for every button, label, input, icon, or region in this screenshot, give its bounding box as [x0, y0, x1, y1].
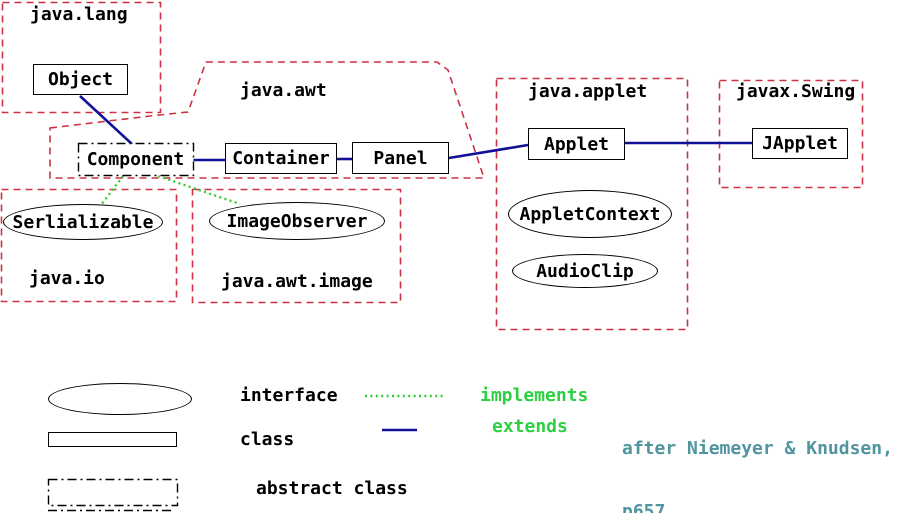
class-box-panel: Panel — [352, 142, 449, 174]
credit-note: after Niemeyer & Knudsen, p657 — [622, 396, 901, 513]
package-java-awt-image-outline — [191, 188, 402, 304]
interface-ellipse-serializable: Serlializable — [3, 204, 163, 240]
interface-ellipse-audioclip: AudioClip — [512, 254, 658, 288]
credit-line-1: after Niemeyer & Knudsen, — [622, 438, 893, 459]
legend-implements-label: implements — [480, 385, 589, 406]
package-label-javax-swing: javax.Swing — [736, 81, 856, 102]
legend-class-box-sample — [48, 432, 177, 447]
class-box-japplet: JApplet — [752, 128, 848, 159]
interface-ellipse-imageobserver: ImageObserver — [209, 202, 385, 240]
legend-interface-ellipse-sample — [48, 383, 192, 415]
extends-line-panel-applet — [448, 143, 529, 160]
package-java-lang-outline — [1, 1, 162, 114]
legend-interface-label: interface — [240, 385, 338, 406]
implements-line-component-serializable — [100, 175, 124, 206]
implements-line-component-imageobserver — [157, 174, 241, 206]
package-label-java-applet: java.applet — [528, 81, 648, 102]
package-label-java-awt-image: java.awt.image — [221, 271, 373, 292]
legend-extends-label: extends — [492, 416, 568, 437]
package-javax-swing-outline — [718, 79, 864, 189]
legend-class-label: class — [240, 429, 295, 450]
package-label-java-lang: java.lang — [30, 4, 128, 25]
package-label-java-awt: java.awt — [240, 80, 327, 101]
class-box-container: Container — [225, 143, 337, 174]
legend-abstract-class-sample — [47, 478, 179, 507]
component-abstract-border — [77, 142, 195, 177]
credit-line-2: p657 — [622, 501, 666, 513]
interface-ellipse-appletcontext: AppletContext — [508, 190, 672, 238]
class-box-applet: Applet — [528, 128, 625, 160]
class-box-object: Object — [33, 64, 128, 95]
package-java-io-outline — [0, 188, 178, 303]
package-java-awt-outline — [49, 61, 486, 179]
class-box-component: Component — [86, 148, 185, 170]
package-java-applet-outline — [495, 77, 689, 331]
extends-line-object-component — [79, 95, 134, 146]
legend-abstract-class-label: abstract class — [256, 478, 408, 499]
package-label-java-io: java.io — [29, 268, 105, 289]
